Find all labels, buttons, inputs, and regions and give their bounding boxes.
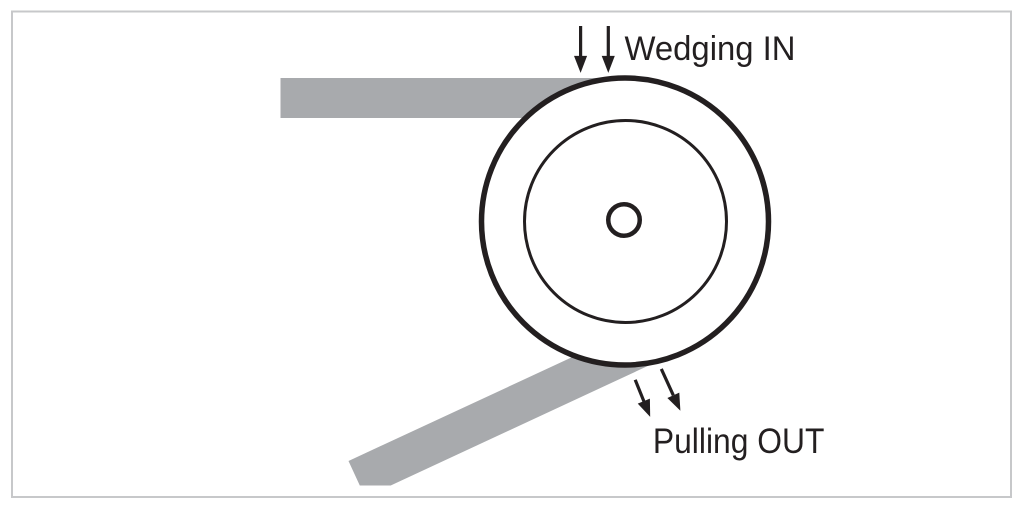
svg-text:Pulling OUT: Pulling OUT [653,421,825,461]
svg-text:Wedging IN: Wedging IN [625,30,796,68]
